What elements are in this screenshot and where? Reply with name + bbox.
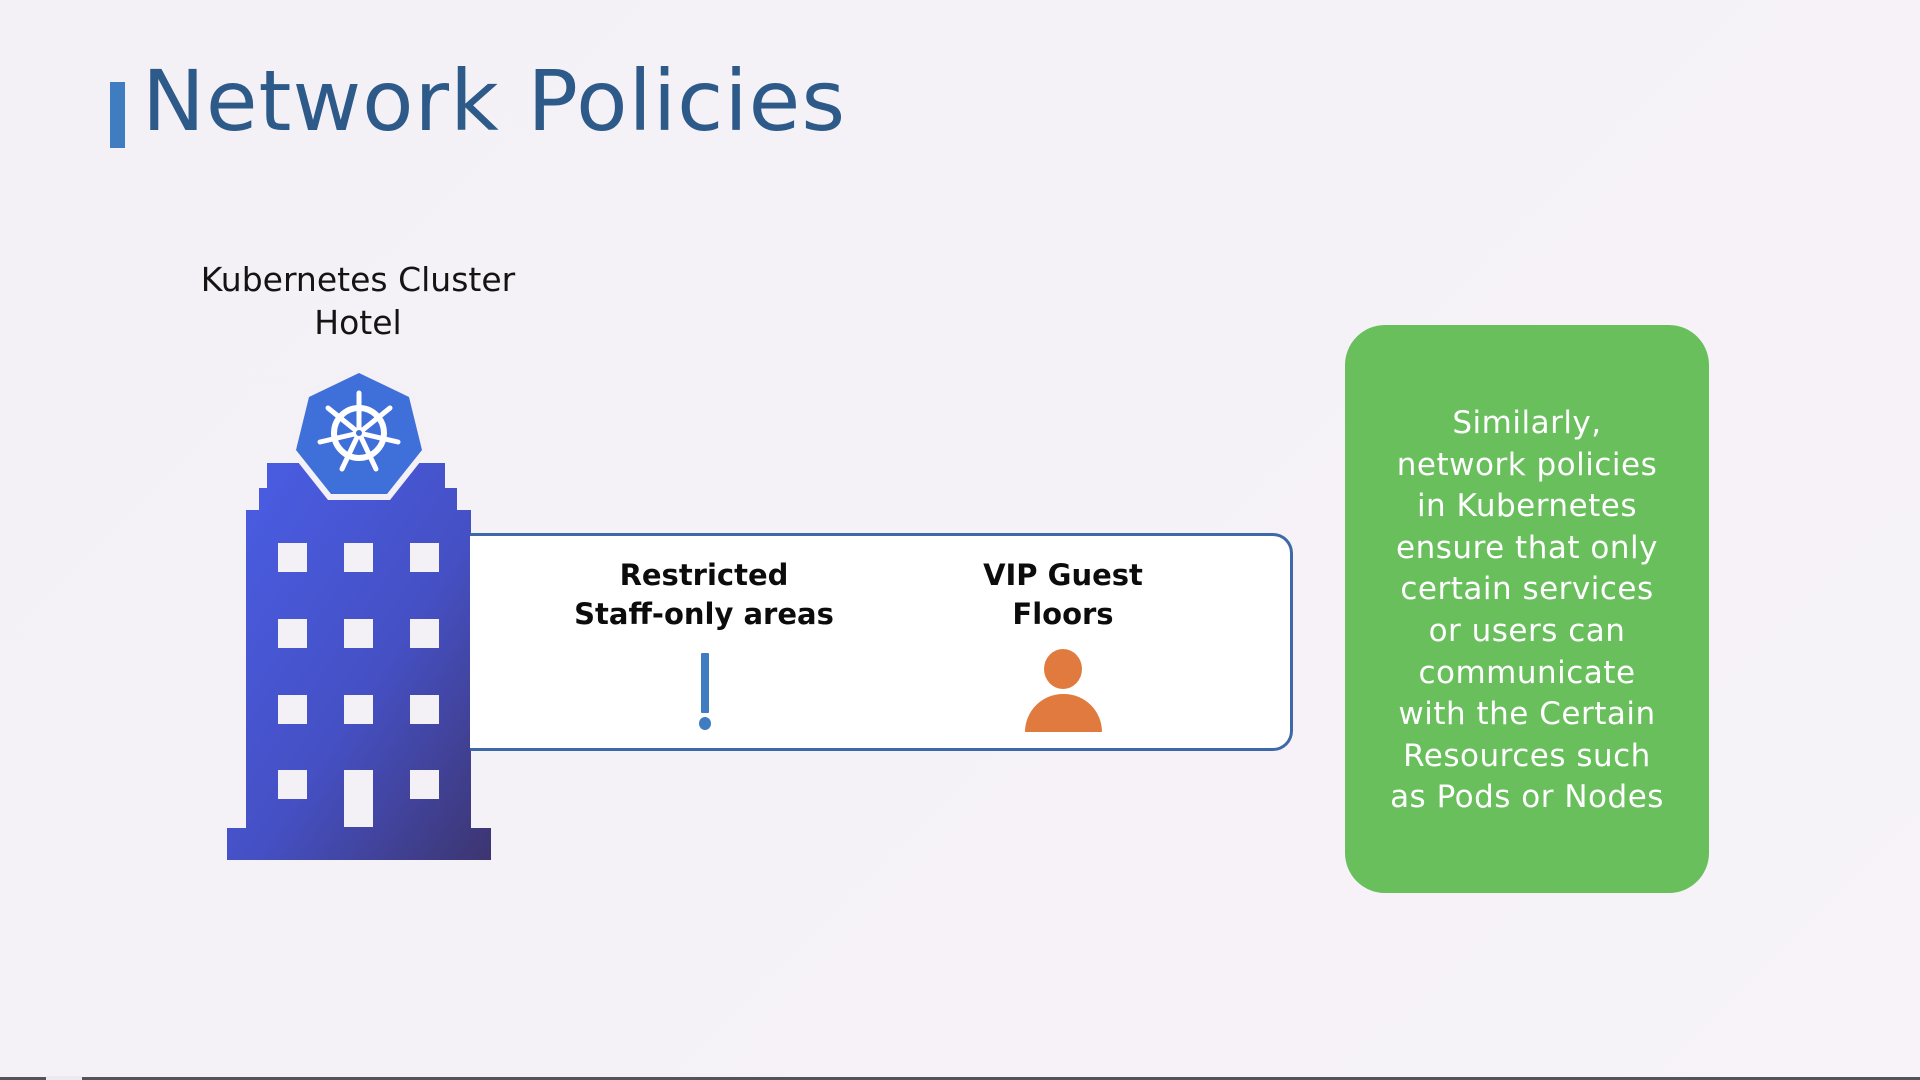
explanation-box: Similarly, network policies in Kubernete… bbox=[1345, 325, 1709, 893]
explanation-text: Similarly, network policies in Kubernete… bbox=[1345, 403, 1709, 819]
person-icon bbox=[1044, 649, 1082, 689]
window bbox=[278, 619, 307, 648]
kubernetes-logo-icon bbox=[290, 366, 428, 500]
video-progress-bar[interactable] bbox=[0, 1077, 1920, 1080]
window bbox=[410, 619, 439, 648]
restricted-title-line-1: Restricted bbox=[619, 558, 789, 592]
person-icon-body bbox=[1025, 694, 1102, 732]
restricted-title-line-2: Staff-only areas bbox=[574, 597, 834, 631]
window bbox=[278, 695, 307, 724]
explanation-line: with the Certain bbox=[1398, 696, 1656, 733]
explanation-line: certain services bbox=[1400, 571, 1654, 608]
cluster-label-line-2: Hotel bbox=[314, 303, 402, 342]
video-progress-handle[interactable] bbox=[46, 1076, 82, 1080]
explanation-line: Similarly, bbox=[1452, 405, 1602, 441]
window bbox=[410, 543, 439, 572]
window bbox=[344, 543, 373, 572]
video-progress-fill bbox=[0, 1077, 58, 1080]
hotel-areas-panel: Restricted Staff-only areas VIP Guest Fl… bbox=[470, 533, 1293, 751]
vip-title-line-1: VIP Guest bbox=[983, 558, 1143, 592]
exclamation-icon bbox=[701, 653, 709, 713]
explanation-line: or users can bbox=[1428, 612, 1626, 649]
explanation-line: ensure that only bbox=[1396, 529, 1658, 566]
explanation-line: Resources such bbox=[1403, 737, 1651, 774]
explanation-line: as Pods or Nodes bbox=[1390, 779, 1664, 816]
title-accent-bar bbox=[110, 82, 125, 148]
window bbox=[344, 619, 373, 648]
explanation-line: in Kubernetes bbox=[1416, 488, 1638, 525]
restricted-areas-column: Restricted Staff-only areas bbox=[544, 556, 864, 634]
window bbox=[344, 695, 373, 724]
exclamation-dot bbox=[699, 717, 711, 730]
explanation-line: network policies bbox=[1396, 446, 1658, 483]
window bbox=[410, 695, 439, 724]
window bbox=[410, 770, 439, 799]
slide-title: Network Policies bbox=[142, 52, 847, 150]
cluster-label-line-1: Kubernetes Cluster bbox=[200, 260, 516, 299]
cluster-label: Kubernetes Cluster Hotel bbox=[158, 258, 558, 344]
window bbox=[278, 543, 307, 572]
building-windows bbox=[278, 543, 439, 827]
vip-floors-column: VIP Guest Floors bbox=[903, 556, 1223, 634]
explanation-line: communicate bbox=[1418, 654, 1636, 691]
window bbox=[278, 770, 307, 799]
door bbox=[344, 770, 373, 827]
vip-title-line-2: Floors bbox=[1012, 597, 1114, 631]
